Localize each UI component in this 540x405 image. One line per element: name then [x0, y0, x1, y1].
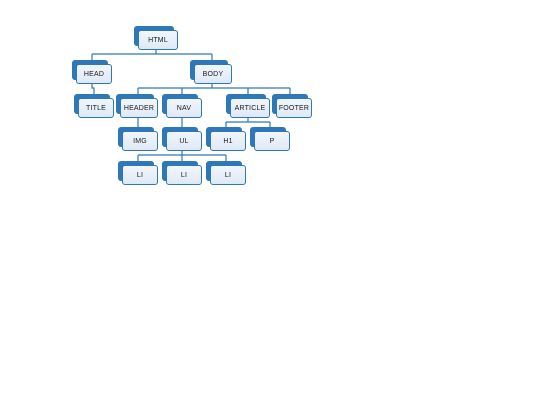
node-p-label: P: [254, 131, 290, 151]
node-html-label: HTML: [138, 30, 178, 50]
edge-head-title: [91, 84, 95, 94]
node-img-label: IMG: [122, 131, 158, 151]
node-header: HEADER: [116, 94, 158, 118]
node-li-2-label: LI: [166, 165, 202, 185]
edge-article-children: [225, 117, 271, 127]
node-img: IMG: [118, 127, 158, 151]
node-head: HEAD: [72, 60, 112, 84]
edge-ul-children: [137, 151, 227, 161]
node-footer-label: FOOTER: [276, 98, 312, 118]
node-nav: NAV: [162, 94, 202, 118]
node-li-3: LI: [206, 161, 246, 185]
node-h1-label: H1: [210, 131, 246, 151]
node-head-label: HEAD: [76, 64, 112, 84]
node-body-label: BODY: [194, 64, 232, 84]
node-ul-label: UL: [166, 131, 202, 151]
node-title-label: TITLE: [78, 98, 114, 118]
node-article: ARTICLE: [226, 94, 270, 118]
node-footer: FOOTER: [272, 94, 312, 118]
node-p: P: [250, 127, 290, 151]
node-li-1-label: LI: [122, 165, 158, 185]
node-li-3-label: LI: [210, 165, 246, 185]
node-li-1: LI: [118, 161, 158, 185]
node-li-2: LI: [162, 161, 202, 185]
node-title: TITLE: [74, 94, 114, 118]
node-ul: UL: [162, 127, 202, 151]
node-html: HTML: [134, 26, 178, 50]
edge-body-children: [137, 84, 291, 94]
node-h1: H1: [206, 127, 246, 151]
edge-html-children: [91, 50, 213, 60]
node-nav-label: NAV: [166, 98, 202, 118]
node-body: BODY: [190, 60, 232, 84]
node-article-label: ARTICLE: [230, 98, 270, 118]
node-header-label: HEADER: [120, 98, 158, 118]
